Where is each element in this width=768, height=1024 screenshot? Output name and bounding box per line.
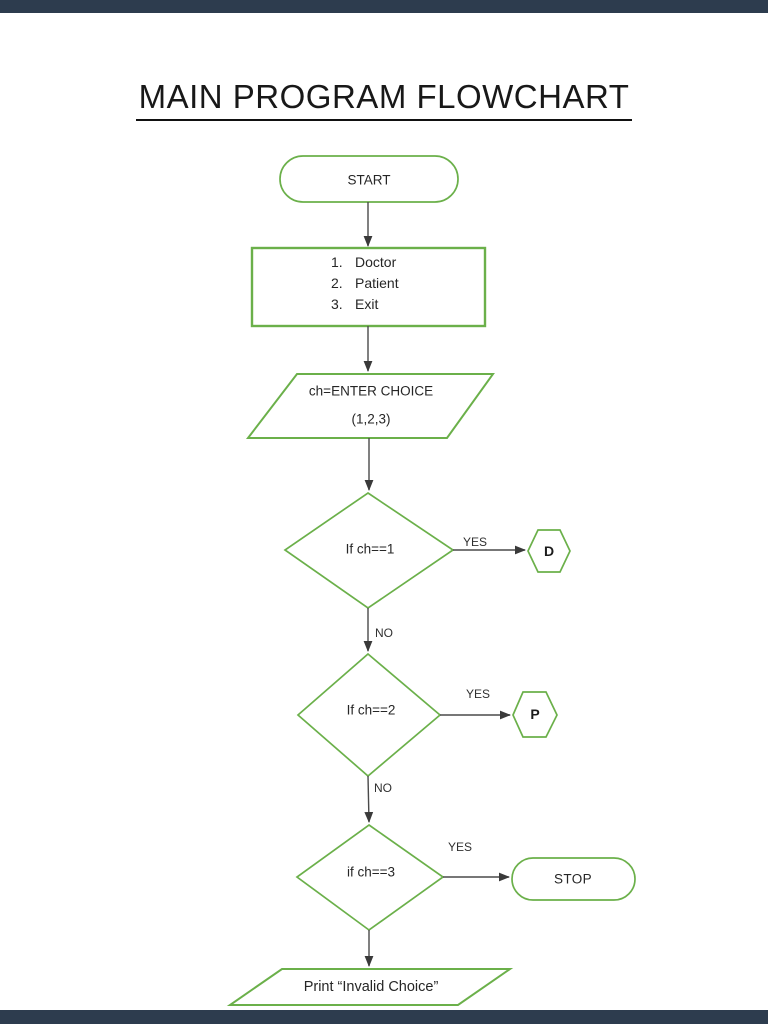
connector-p-label: P bbox=[530, 706, 540, 722]
menu-item-number: 3. bbox=[331, 296, 343, 312]
menu-item: 2. Patient bbox=[331, 273, 399, 294]
decision1-yes-label: YES bbox=[462, 535, 488, 549]
menu-item-label: Patient bbox=[355, 275, 399, 291]
menu-item: 3. Exit bbox=[331, 294, 399, 315]
menu-item-label: Exit bbox=[355, 296, 379, 312]
page-title-text: MAIN PROGRAM FLOWCHART bbox=[135, 78, 633, 121]
menu-item-label: Doctor bbox=[355, 254, 397, 270]
connector-d-label: D bbox=[543, 543, 555, 559]
viewer-bottom-bar bbox=[0, 1010, 768, 1024]
stop-terminator-shape bbox=[511, 857, 636, 901]
stop-label: STOP bbox=[553, 871, 593, 887]
menu-process-shape bbox=[250, 246, 487, 328]
connector-d-hexagon-shape bbox=[527, 529, 571, 573]
menu-item-number: 2. bbox=[331, 275, 343, 291]
input-parallelogram-shape bbox=[245, 373, 495, 439]
decision1-label: If ch==1 bbox=[345, 541, 395, 557]
input-label-line2: (1,2,3) bbox=[351, 411, 391, 427]
menu-item: 1. Doctor bbox=[331, 252, 399, 273]
decision3-yes-label: YES bbox=[447, 840, 473, 854]
decision2-yes-label: YES bbox=[465, 687, 491, 701]
decision2-no-label: NO bbox=[374, 781, 392, 795]
page-title: MAIN PROGRAM FLOWCHART bbox=[0, 78, 768, 121]
start-label: START bbox=[347, 172, 391, 188]
decision1-no-label: NO bbox=[375, 626, 393, 640]
decision2-label: If ch==2 bbox=[346, 702, 396, 718]
menu-item-number: 1. bbox=[331, 254, 343, 270]
connector-p-hexagon-shape bbox=[512, 691, 558, 738]
print-invalid-label: Print “Invalid Choice” bbox=[303, 979, 439, 995]
arrow-decision2-no bbox=[364, 775, 374, 823]
input-label-line1: ch=ENTER CHOICE bbox=[308, 383, 434, 399]
decision3-label: if ch==3 bbox=[346, 864, 396, 880]
print-parallelogram-shape bbox=[226, 968, 514, 1006]
start-terminator-shape bbox=[279, 155, 459, 203]
menu-list: 1. Doctor 2. Patient 3. Exit bbox=[331, 252, 399, 315]
viewer-top-bar bbox=[0, 0, 768, 13]
